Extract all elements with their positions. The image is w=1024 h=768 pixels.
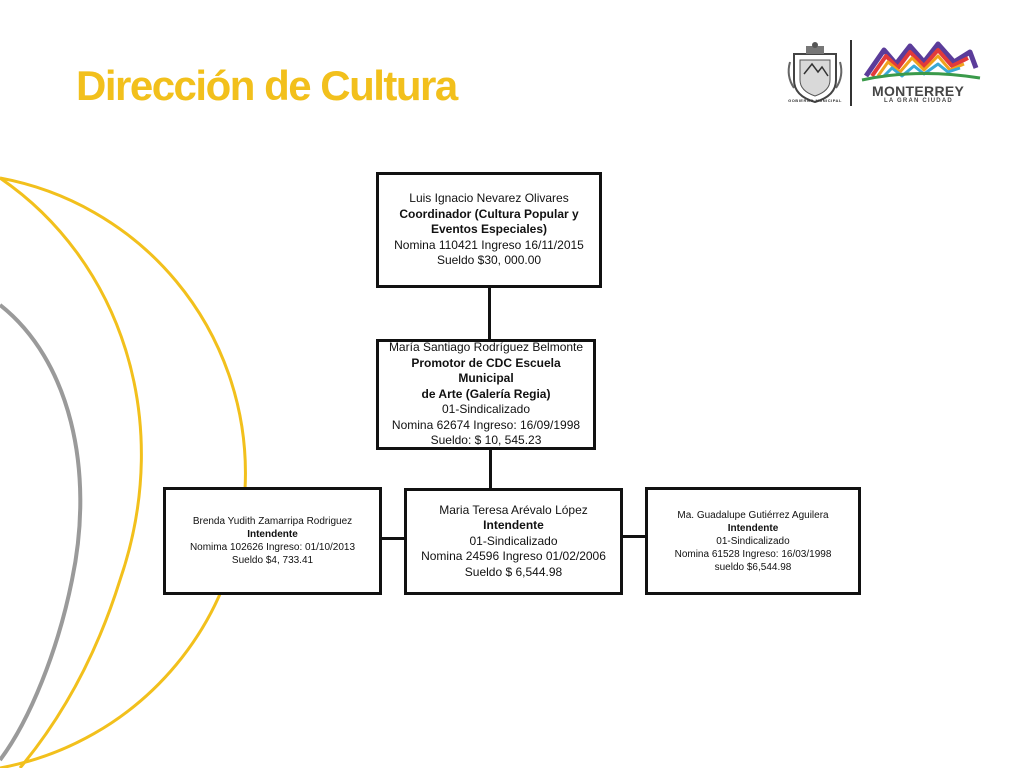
seal-caption: GOBIERNO MUNICIPAL (788, 98, 842, 103)
node-nomina: Nomima 102626 Ingreso: 01/10/2013 (189, 542, 356, 553)
node-salary: sueldo $6,544.98 (714, 561, 792, 573)
node-salary: Sueldo $30, 000.00 (436, 253, 542, 268)
node-nomina: Nomina 61528 Ingreso: 16/03/1998 (674, 548, 832, 560)
connector-staff-left (380, 537, 406, 540)
node-salary: Sueldo $4, 733.41 (231, 555, 314, 566)
node-role: Intendente (727, 522, 779, 534)
monterrey-tagline: LA GRAN CIUDAD (884, 98, 953, 104)
municipal-seal-icon (787, 42, 843, 104)
node-name: Brenda Yudith Zamarripa Rodriguez (192, 516, 353, 527)
node-role: Promotor de CDC Escuela Municipal (411, 355, 561, 386)
org-node-promoter: María Santiago Rodríguez Belmonte Promot… (376, 339, 596, 450)
node-nomina: Nomina 24596 Ingreso 01/02/2006 (421, 549, 606, 564)
org-node-staff-right: Ma. Guadalupe Gutiérrez Aguilera Intende… (645, 487, 861, 595)
node-role: Intendente (483, 518, 544, 533)
node-role-cont: Eventos Especiales) (430, 222, 548, 237)
page-title: Dirección de Cultura (76, 62, 458, 109)
yellow-arc (0, 176, 247, 768)
node-role-cont: de Arte (Galería Regia) (421, 386, 551, 401)
node-salary: Sueldo $ 6,544.98 (464, 564, 563, 579)
org-node-staff-center: Maria Teresa Arévalo López Intendente 01… (404, 488, 623, 595)
node-status: 01-Sindicalizado (716, 535, 790, 547)
monterrey-wordmark: MONTERREY (872, 83, 965, 99)
gray-arc (0, 303, 83, 762)
node-salary: Sueldo: $ 10, 545.23 (430, 433, 542, 448)
connector-staff-right (621, 535, 647, 538)
node-nomina: Nomina 62674 Ingreso: 16/09/1998 (391, 417, 581, 432)
yellow-arc-outer (0, 176, 143, 768)
node-status: 01-Sindicalizado (469, 533, 558, 548)
node-role: Coordinador (Cultura Popular y (399, 206, 579, 221)
logo-divider (850, 40, 852, 106)
node-role: Intendente (247, 529, 298, 540)
connector-promoter-staff (489, 448, 492, 490)
node-status: 01-Sindicalizado (441, 402, 531, 417)
connector-coordinator-promoter (488, 287, 491, 341)
org-node-staff-left: Brenda Yudith Zamarripa Rodriguez Intend… (163, 487, 382, 595)
node-name: Luis Ignacio Nevarez Olivares (409, 191, 569, 206)
org-node-coordinator: Luis Ignacio Nevarez Olivares Coordinado… (376, 172, 602, 288)
node-name: Ma. Guadalupe Gutiérrez Aguilera (677, 509, 829, 521)
node-name: Maria Teresa Arévalo López (439, 502, 588, 517)
monterrey-mountains-icon (861, 41, 981, 82)
node-nomina: Nomina 110421 Ingreso 16/11/2015 (394, 237, 584, 252)
node-name: María Santiago Rodríguez Belmonte (388, 340, 584, 355)
